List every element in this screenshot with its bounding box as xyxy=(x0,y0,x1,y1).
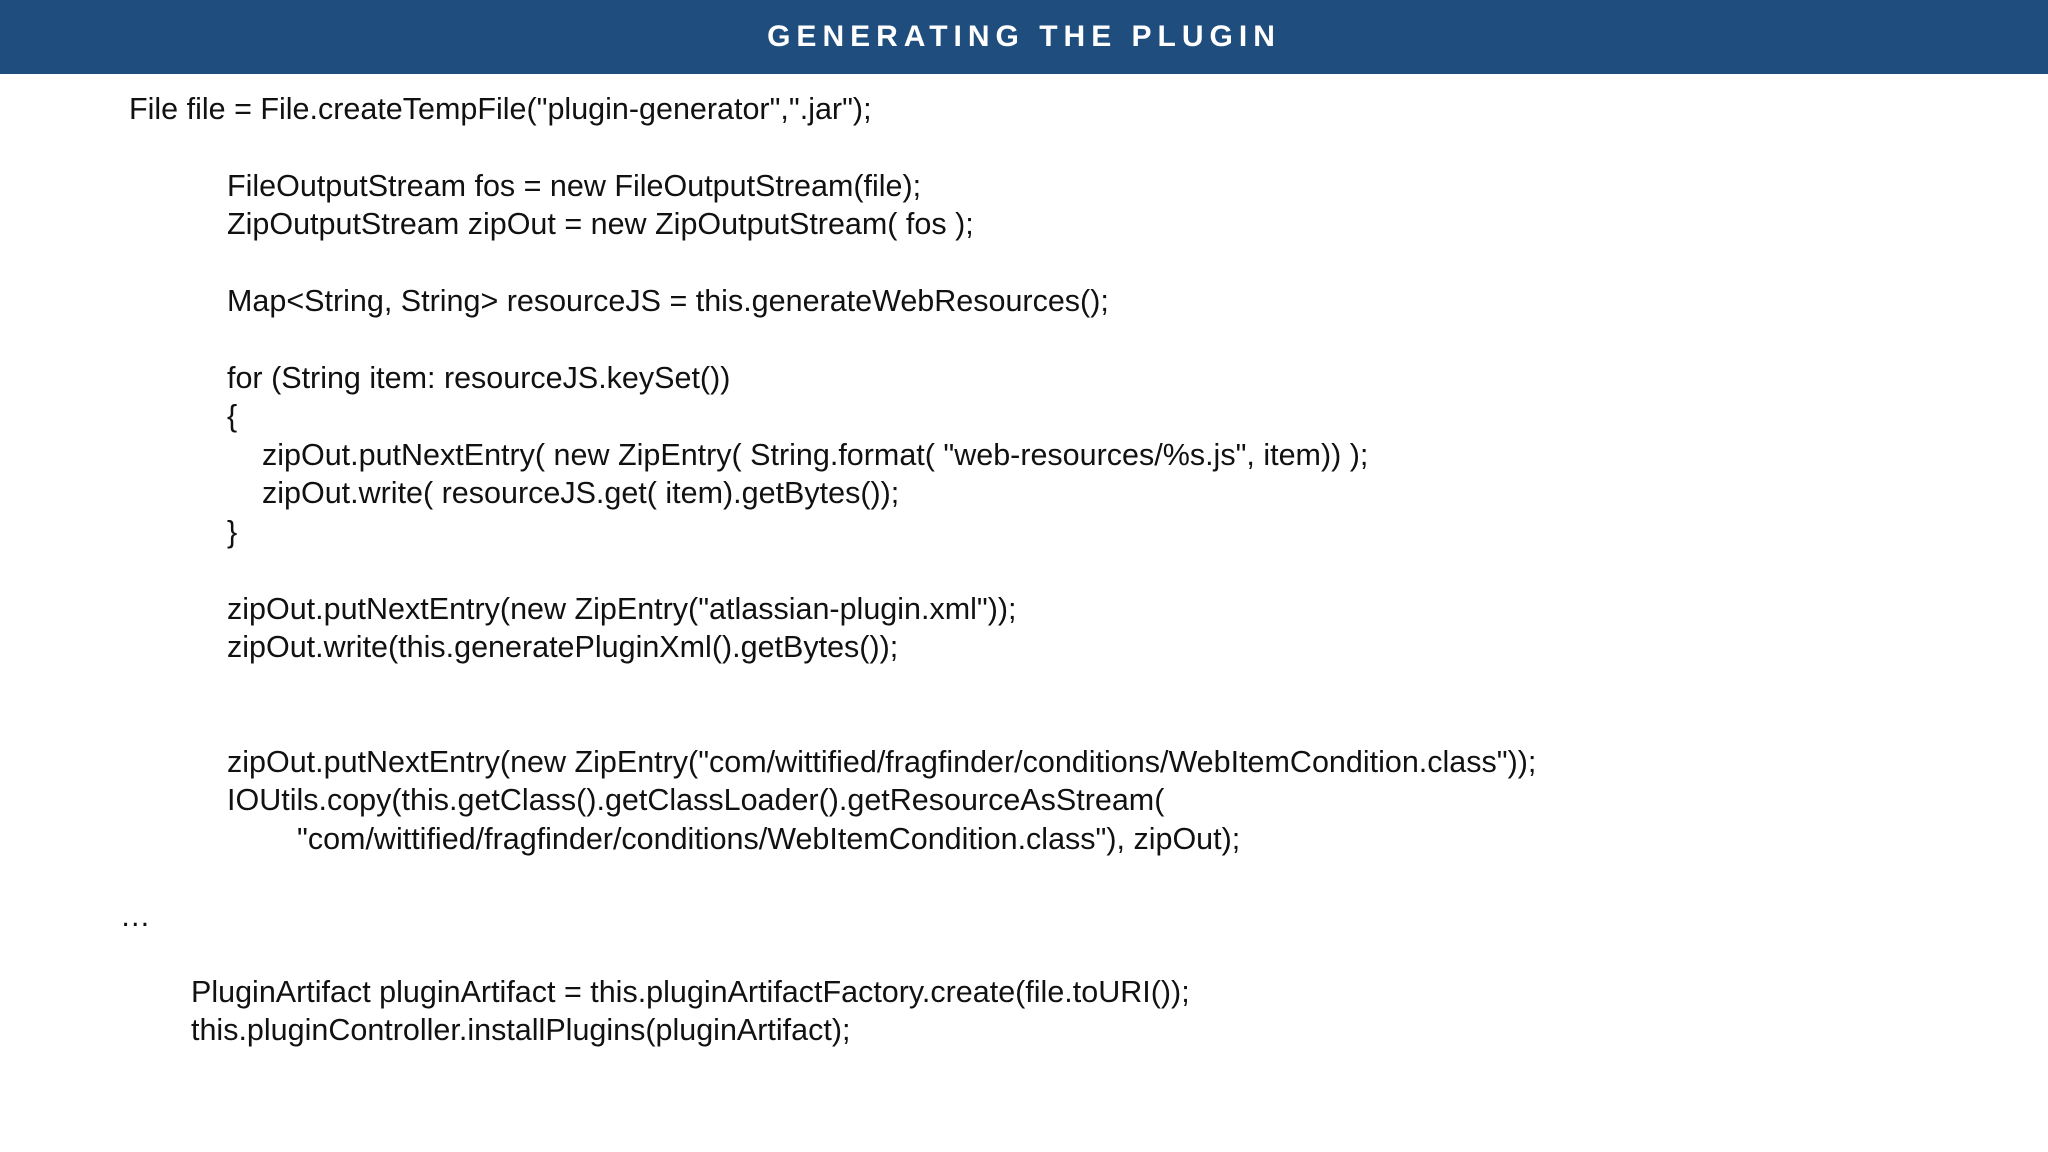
code-line: "com/wittified/fragfinder/conditions/Web… xyxy=(297,822,1241,856)
code-line: zipOut.putNextEntry(new ZipEntry("atlass… xyxy=(227,592,1017,626)
code-line: zipOut.putNextEntry(new ZipEntry("com/wi… xyxy=(227,745,1537,779)
code-line: zipOut.write(this.generatePluginXml().ge… xyxy=(227,630,899,664)
code-line: IOUtils.copy(this.getClass().getClassLoa… xyxy=(227,783,1165,817)
code-line: } xyxy=(227,515,238,549)
code-line: FileOutputStream fos = new FileOutputStr… xyxy=(227,169,922,203)
slide-title: GENERATING THE PLUGIN xyxy=(767,20,1281,53)
code-line: for (String item: resourceJS.keySet()) xyxy=(227,361,731,395)
code-line: zipOut.write( resourceJS.get( item).getB… xyxy=(262,476,900,510)
code-line: { xyxy=(227,399,238,433)
code-line: ZipOutputStream zipOut = new ZipOutputSt… xyxy=(227,207,974,241)
code-line: PluginArtifact pluginArtifact = this.plu… xyxy=(191,975,1190,1009)
ellipsis: … xyxy=(120,899,151,933)
code-line: zipOut.putNextEntry( new ZipEntry( Strin… xyxy=(262,438,1369,472)
code-line: Map<String, String> resourceJS = this.ge… xyxy=(227,284,1109,318)
code-line: File file = File.createTempFile("plugin-… xyxy=(129,92,872,126)
code-line: this.pluginController.installPlugins(plu… xyxy=(191,1013,851,1047)
title-bar: GENERATING THE PLUGIN xyxy=(0,0,2048,74)
